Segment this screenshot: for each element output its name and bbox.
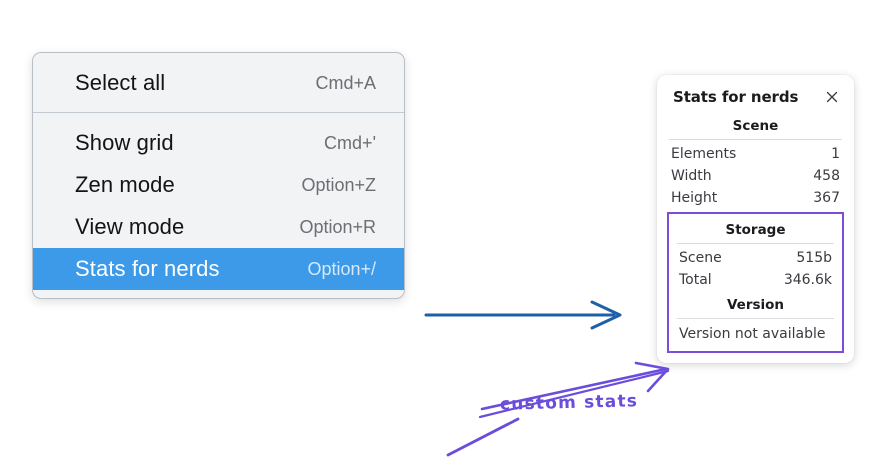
stat-key: Total bbox=[679, 272, 712, 288]
menu-item-stats-for-nerds[interactable]: Stats for nerds Option+/ bbox=[33, 248, 404, 290]
stat-value: 1 bbox=[831, 146, 840, 162]
menu-section-1: Select all Cmd+A bbox=[33, 53, 404, 112]
context-menu[interactable]: Select all Cmd+A Show grid Cmd+' Zen mod… bbox=[32, 52, 405, 299]
stat-key: Height bbox=[671, 190, 718, 206]
blue-arrow-annotation bbox=[424, 300, 622, 330]
stat-row-height: Height 367 bbox=[667, 187, 844, 209]
menu-item-label: View mode bbox=[75, 214, 185, 239]
stat-key: Scene bbox=[679, 250, 722, 266]
menu-item-shortcut: Cmd+' bbox=[324, 132, 376, 153]
stat-value: 515b bbox=[796, 250, 832, 266]
menu-item-select-all[interactable]: Select all Cmd+A bbox=[33, 62, 404, 104]
stat-row-elements: Elements 1 bbox=[667, 143, 844, 165]
version-text: Version not available bbox=[679, 326, 826, 342]
section-divider bbox=[677, 243, 834, 244]
close-icon[interactable] bbox=[824, 89, 840, 105]
section-divider bbox=[669, 139, 842, 140]
custom-stats-label: custom stats bbox=[499, 391, 639, 415]
stat-row-width: Width 458 bbox=[667, 165, 844, 187]
menu-item-label: Select all bbox=[75, 70, 166, 95]
stat-row-storage-scene: Scene 515b bbox=[675, 247, 836, 269]
stats-panel-body: Scene Elements 1 Width 458 Height 367 St… bbox=[657, 112, 854, 353]
section-heading-version: Version bbox=[726, 297, 785, 313]
stat-key: Width bbox=[671, 168, 712, 184]
menu-item-label: Zen mode bbox=[75, 172, 175, 197]
menu-item-label: Show grid bbox=[75, 130, 174, 155]
menu-item-label: Stats for nerds bbox=[75, 256, 220, 281]
menu-section-2: Show grid Cmd+' Zen mode Option+Z View m… bbox=[33, 112, 404, 298]
stat-value: 346.6k bbox=[783, 272, 832, 288]
stat-value: 458 bbox=[813, 168, 840, 184]
stats-for-nerds-panel[interactable]: Stats for nerds Scene Elements 1 Width 4… bbox=[657, 75, 854, 363]
menu-item-shortcut: Option+R bbox=[299, 216, 376, 237]
stats-panel-header: Stats for nerds bbox=[657, 85, 854, 112]
menu-item-shortcut: Option+/ bbox=[307, 258, 376, 279]
stat-key: Elements bbox=[671, 146, 737, 162]
menu-item-shortcut: Option+Z bbox=[301, 174, 376, 195]
menu-item-show-grid[interactable]: Show grid Cmd+' bbox=[33, 122, 404, 164]
menu-item-zen-mode[interactable]: Zen mode Option+Z bbox=[33, 164, 404, 206]
custom-stats-highlight-box: Storage Scene 515b Total 346.6k Version … bbox=[667, 212, 844, 353]
section-divider bbox=[677, 318, 834, 319]
section-heading-scene: Scene bbox=[732, 118, 779, 134]
stats-panel-title: Stats for nerds bbox=[673, 88, 799, 106]
menu-item-shortcut: Cmd+A bbox=[315, 72, 376, 93]
purple-arrow-annotation bbox=[446, 361, 670, 457]
stat-value: 367 bbox=[813, 190, 840, 206]
menu-item-view-mode[interactable]: View mode Option+R bbox=[33, 206, 404, 248]
stat-row-storage-total: Total 346.6k bbox=[675, 269, 836, 291]
section-heading-storage: Storage bbox=[725, 222, 786, 238]
